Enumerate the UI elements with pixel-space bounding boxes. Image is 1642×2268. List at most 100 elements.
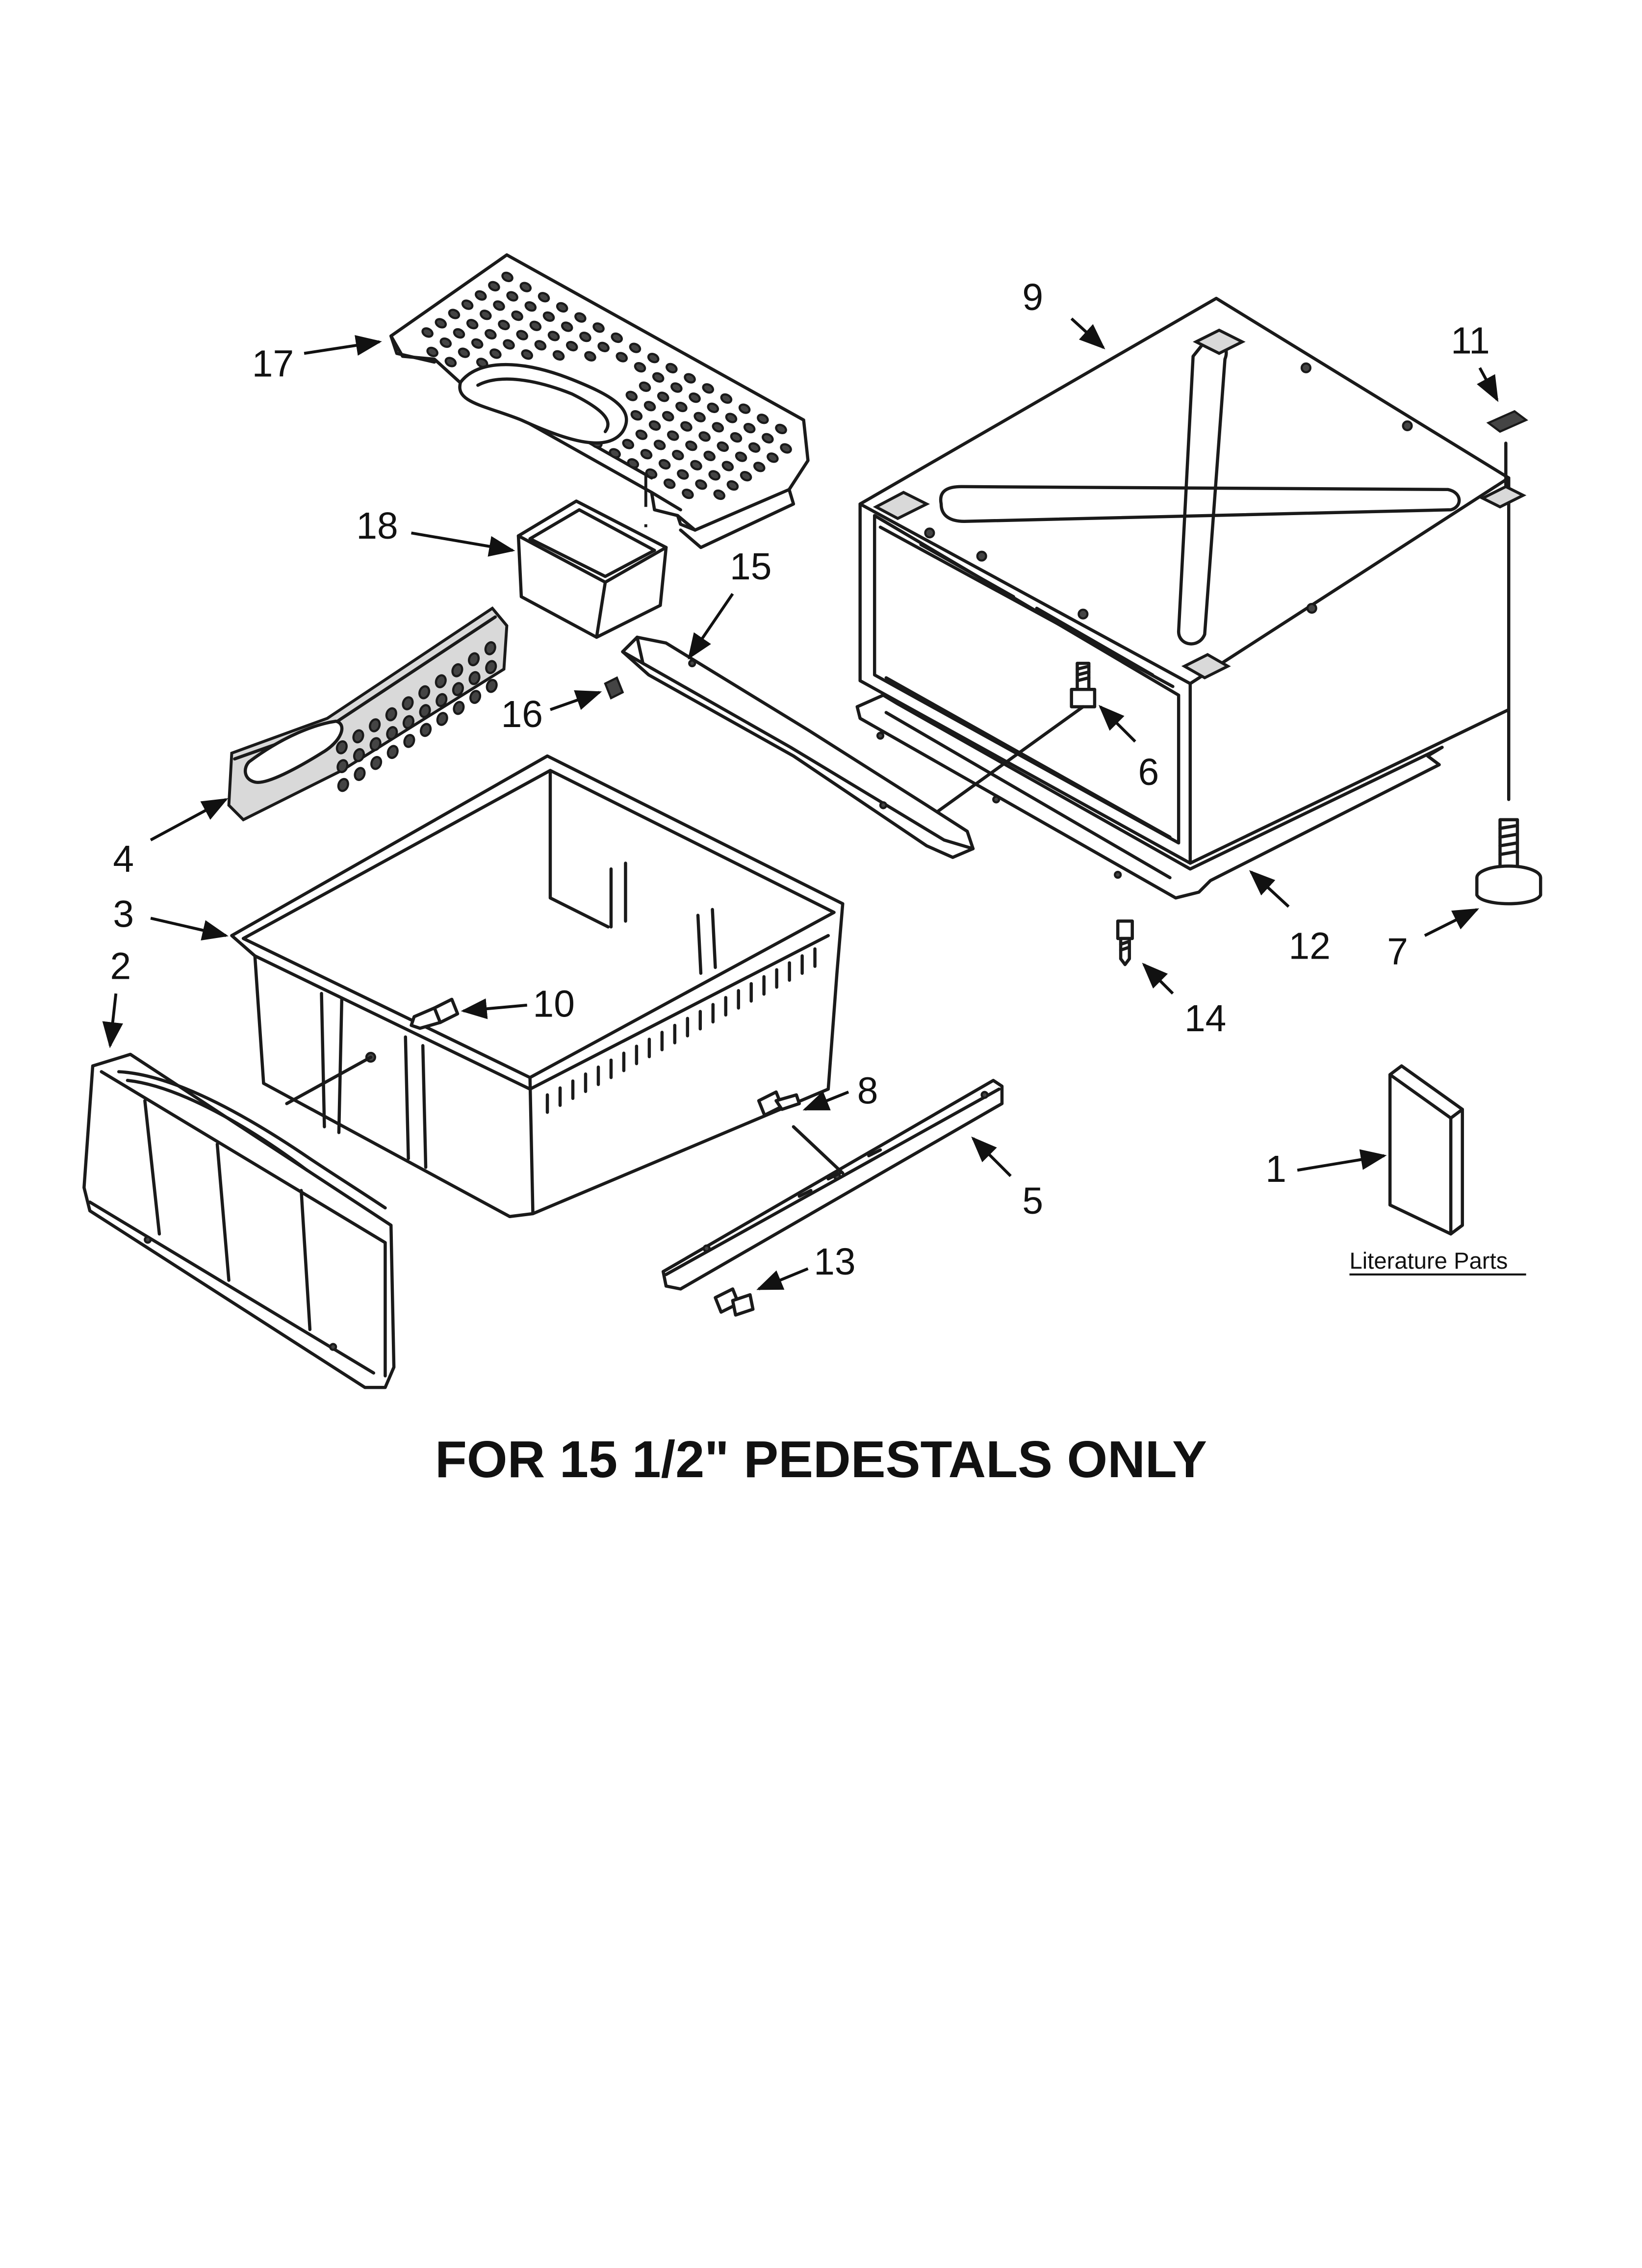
vent-hole <box>552 350 565 361</box>
vent-hole <box>369 737 382 752</box>
vent-hole <box>592 322 605 333</box>
callout-2: 2 <box>110 946 131 988</box>
part-18-bin <box>516 475 668 639</box>
drawer-side-ribs <box>545 947 817 1114</box>
vent-hole <box>485 660 497 675</box>
vent-hole <box>682 489 694 499</box>
vent-hole <box>725 413 738 423</box>
vent-hole <box>584 351 596 362</box>
callout-12: 12 <box>1289 925 1331 967</box>
part-2-drawer-front <box>82 1052 396 1389</box>
vent-hole <box>753 462 766 472</box>
vent-hole <box>762 433 774 443</box>
callout-15: 15 <box>730 546 771 588</box>
vent-hole <box>420 723 432 737</box>
literature-parts-label: Literature Parts <box>1350 1248 1508 1274</box>
callout-17: 17 <box>252 343 294 385</box>
vent-hole <box>426 346 438 357</box>
callout-labels: 17 18 9 11 15 16 4 3 2 10 6 12 7 14 8 5 … <box>110 277 1490 1283</box>
vent-hole <box>452 682 464 696</box>
part-9-cabinet <box>858 296 1527 865</box>
vent-hole <box>680 421 693 432</box>
part-11-pad <box>1486 410 1529 489</box>
vent-hole <box>611 332 623 343</box>
vent-hole <box>524 301 537 312</box>
vent-hole <box>648 420 661 431</box>
part-7-leveling-leg <box>1475 690 1542 906</box>
vent-hole <box>451 663 463 678</box>
vent-hole <box>480 310 492 320</box>
vent-hole <box>516 330 528 340</box>
vent-hole <box>748 442 761 453</box>
vent-hole <box>597 341 610 352</box>
vent-hole <box>402 715 414 730</box>
callout-18: 18 <box>356 505 398 547</box>
vent-hole <box>403 733 415 748</box>
vent-hole <box>385 707 397 722</box>
vent-hole <box>542 311 555 322</box>
vent-hole <box>529 320 542 331</box>
vent-hole <box>466 319 479 330</box>
part-8-screw <box>757 1090 801 1117</box>
vent-hole <box>743 423 756 434</box>
vent-hole <box>622 439 635 449</box>
vent-hole <box>386 726 398 740</box>
callout-8: 8 <box>857 1070 878 1112</box>
vent-hole <box>738 403 751 414</box>
vent-hole <box>707 402 719 413</box>
vent-hole <box>561 321 573 332</box>
vent-hole <box>419 704 431 718</box>
vent-hole <box>657 391 669 402</box>
vent-hole <box>629 342 641 353</box>
callout-6: 6 <box>1138 752 1159 793</box>
vent-hole <box>630 410 643 421</box>
part-17-cover <box>389 253 810 549</box>
vent-hole <box>435 674 447 688</box>
vent-hole <box>609 448 621 459</box>
vent-hole <box>652 372 665 383</box>
callout-4: 4 <box>113 838 134 880</box>
vent-hole <box>757 414 769 424</box>
part-1-literature <box>1388 1064 1464 1236</box>
callout-5: 5 <box>1022 1180 1043 1222</box>
vent-hole <box>565 340 578 352</box>
vent-hole <box>703 450 716 461</box>
callout-arrows <box>102 317 1499 1291</box>
vent-hole <box>471 338 484 349</box>
vent-hole <box>639 381 651 392</box>
vent-hole <box>675 401 688 413</box>
divider-holes <box>335 641 498 792</box>
vent-hole <box>488 281 500 291</box>
vent-hole <box>735 451 747 462</box>
vent-hole <box>468 671 481 685</box>
vent-hole <box>461 299 474 310</box>
vent-hole <box>493 300 505 311</box>
vent-hole <box>616 352 628 363</box>
vent-hole <box>663 478 676 489</box>
callout-11: 11 <box>1451 320 1490 362</box>
vent-hole <box>468 652 480 667</box>
vent-hole <box>634 362 646 373</box>
vent-hole <box>547 331 560 341</box>
vent-hole <box>730 432 743 443</box>
vent-hole <box>666 363 678 374</box>
vent-hole <box>453 701 465 715</box>
part-15-trim <box>621 635 975 859</box>
vent-hole <box>640 449 653 460</box>
vent-hole <box>625 391 638 401</box>
vent-hole <box>418 685 431 700</box>
vent-hole <box>353 748 365 762</box>
vent-hole <box>498 319 510 331</box>
callout-9: 9 <box>1022 277 1043 318</box>
vent-hole <box>453 328 465 339</box>
diagram-caption: FOR 15 1/2" PEDESTALS ONLY <box>435 1430 1207 1488</box>
vent-hole <box>501 271 513 283</box>
vent-hole <box>645 468 658 479</box>
vent-hole <box>511 310 523 321</box>
callout-7: 7 <box>1387 931 1408 973</box>
vent-hole <box>538 292 550 303</box>
part-12-baseplate <box>855 693 1444 900</box>
part-10-screw <box>410 997 460 1030</box>
vent-hole <box>336 759 349 773</box>
vent-hole <box>458 347 470 358</box>
